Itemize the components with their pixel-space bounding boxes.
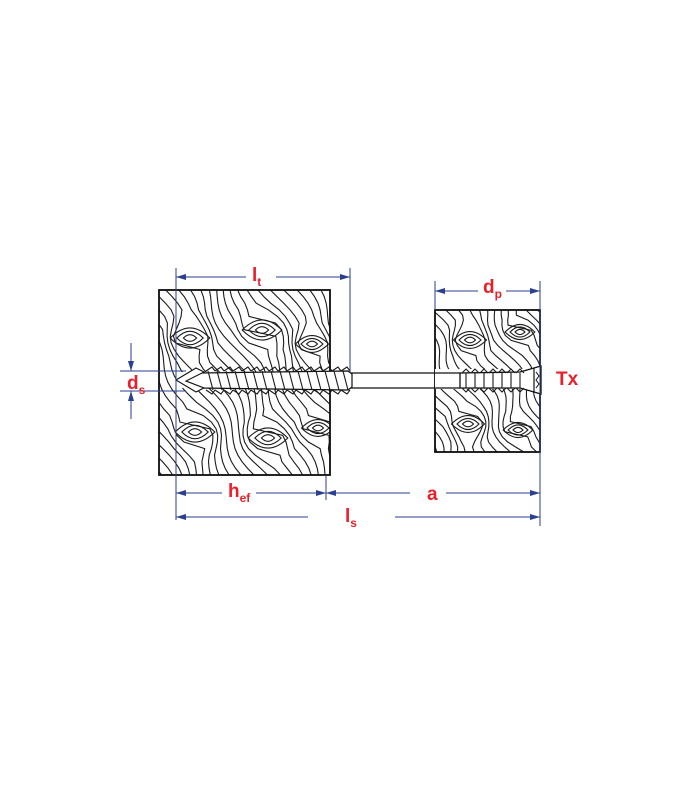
- screw: [174, 365, 542, 395]
- label-a: a: [427, 484, 438, 505]
- screw-head: [459, 365, 542, 395]
- label-tx: Tx: [556, 369, 579, 390]
- dimension-ds: ds: [120, 343, 186, 419]
- dimension-ls: ls: [176, 506, 540, 530]
- screw-shank: [345, 372, 460, 389]
- dimension-dp: dp: [434, 277, 541, 526]
- dimension-a: a: [326, 484, 540, 505]
- dimension-hef: hef: [176, 475, 327, 505]
- screw-thread: [174, 366, 353, 395]
- label-lt: lt: [252, 265, 261, 289]
- label-hef: hef: [228, 481, 251, 505]
- label-ds: ds: [127, 373, 146, 397]
- label-dp: dp: [483, 277, 502, 301]
- torx-drive-icon: [533, 368, 540, 392]
- label-ls: ls: [345, 506, 357, 530]
- dimension-lt: lt: [175, 265, 351, 520]
